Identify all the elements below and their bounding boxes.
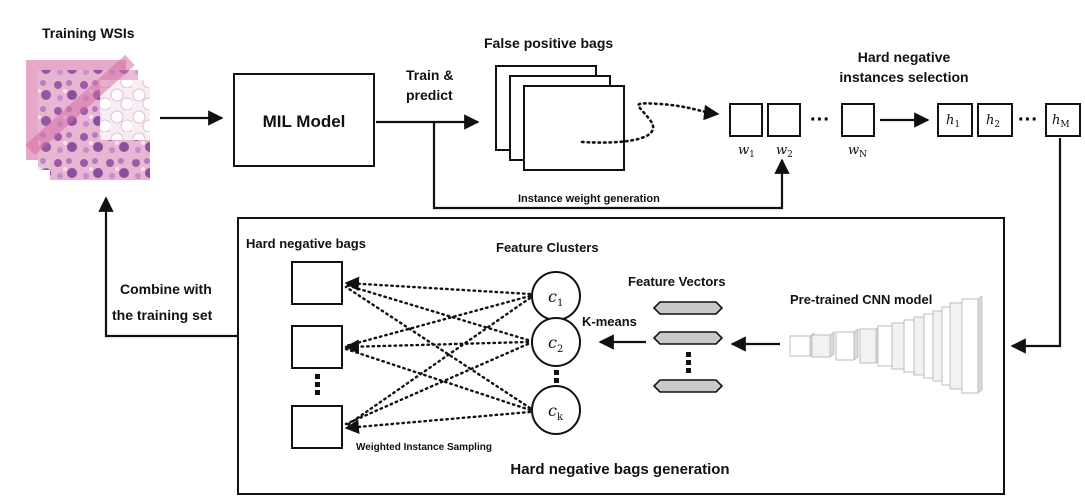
feature-vector-bars: [652, 301, 724, 393]
instance-weight-generation-label: Instance weight generation: [518, 193, 660, 205]
false-positive-bags-stack: [495, 65, 625, 171]
cnn-layer-block: [789, 335, 811, 357]
cluster-label-1: c1: [548, 287, 563, 309]
cnn-model-graphic: [789, 295, 983, 394]
feature-vectors-label: Feature Vectors: [628, 274, 726, 289]
hard-instance-box-m: [1045, 103, 1081, 137]
mil-model-label: MIL Model: [263, 112, 346, 131]
hard-instance-box-2: [977, 103, 1013, 137]
hard-negative-label-2: instances selection: [839, 69, 968, 85]
cluster-label-2: c2: [548, 333, 563, 355]
hard-instance-label-2: h2: [986, 113, 1000, 130]
dotted-curve-to-weights: [580, 102, 720, 144]
weighted-sampling-lines: [344, 276, 532, 435]
cnn-layer-block: [859, 328, 877, 364]
hard-negative-generation-label: Hard negative bags generation: [510, 461, 729, 478]
hard-instance-boxes: ···: [937, 103, 1081, 137]
feature-vector-2: [652, 331, 724, 345]
cnn-layer-block: [961, 298, 979, 394]
false-positive-bags-label: False positive bags: [484, 35, 613, 51]
cnn-layer-block: [877, 325, 893, 367]
bag-vertical-ellipsis: [315, 374, 320, 395]
feature-clusters-label: Feature Clusters: [496, 240, 599, 255]
hard-instance-ellipsis: ···: [1018, 109, 1038, 131]
train-predict-label-2: predict: [406, 87, 453, 103]
arrow-right-side-down: [1010, 138, 1062, 354]
cnn-layer-block: [835, 331, 855, 361]
hard-negative-bag-1: [291, 261, 343, 305]
weight-box-2: [767, 103, 801, 137]
weight-box-1: [729, 103, 763, 137]
weighted-sampling-label: Weighted Instance Sampling: [356, 442, 492, 453]
kmeans-label: K-means: [582, 314, 637, 329]
combine-label-2: the training set: [112, 307, 213, 323]
cnn-layer-side: [853, 328, 859, 361]
hard-negative-bag-3: [291, 405, 343, 449]
hard-instance-box-1: [937, 103, 973, 137]
pretrained-cnn-label: Pre-trained CNN model: [790, 292, 932, 307]
training-wsis-label: Training WSIs: [42, 25, 135, 41]
hard-instance-label-m: hM: [1052, 113, 1070, 130]
train-predict-label-1: Train &: [406, 67, 453, 83]
feature-vector-1: [652, 301, 724, 315]
cluster-c2: [531, 317, 581, 367]
cnn-layer-block: [891, 322, 906, 370]
cluster-ck: [531, 385, 581, 435]
hard-negative-label-1: Hard negative: [858, 49, 951, 65]
mil-model-box: [233, 73, 375, 167]
cluster-label-k: ck: [548, 401, 564, 423]
hard-negative-generation-box: [237, 217, 1005, 495]
cnn-layer-block: [811, 334, 831, 358]
weight-label-n: wN: [848, 143, 867, 160]
hard-negative-bags-label: Hard negative bags: [246, 236, 366, 251]
cnn-layer-side: [829, 331, 835, 358]
weight-box-n: [841, 103, 875, 137]
cnn-layer-side: [977, 295, 983, 394]
weight-label-1: w1: [738, 143, 755, 160]
combine-label-1: Combine with: [120, 281, 212, 297]
hard-instance-label-1: h1: [946, 113, 960, 130]
weight-ellipsis: ···: [810, 109, 830, 131]
hard-negative-bag-2: [291, 325, 343, 369]
wsi-image-stack: [25, 54, 150, 180]
weight-label-2: w2: [776, 143, 793, 160]
arrow-combine-to-wsi: [98, 196, 238, 338]
feature-vector-3: [652, 379, 724, 393]
arrow-instance-weight-path: [432, 122, 790, 210]
weight-boxes: ···: [729, 103, 875, 137]
